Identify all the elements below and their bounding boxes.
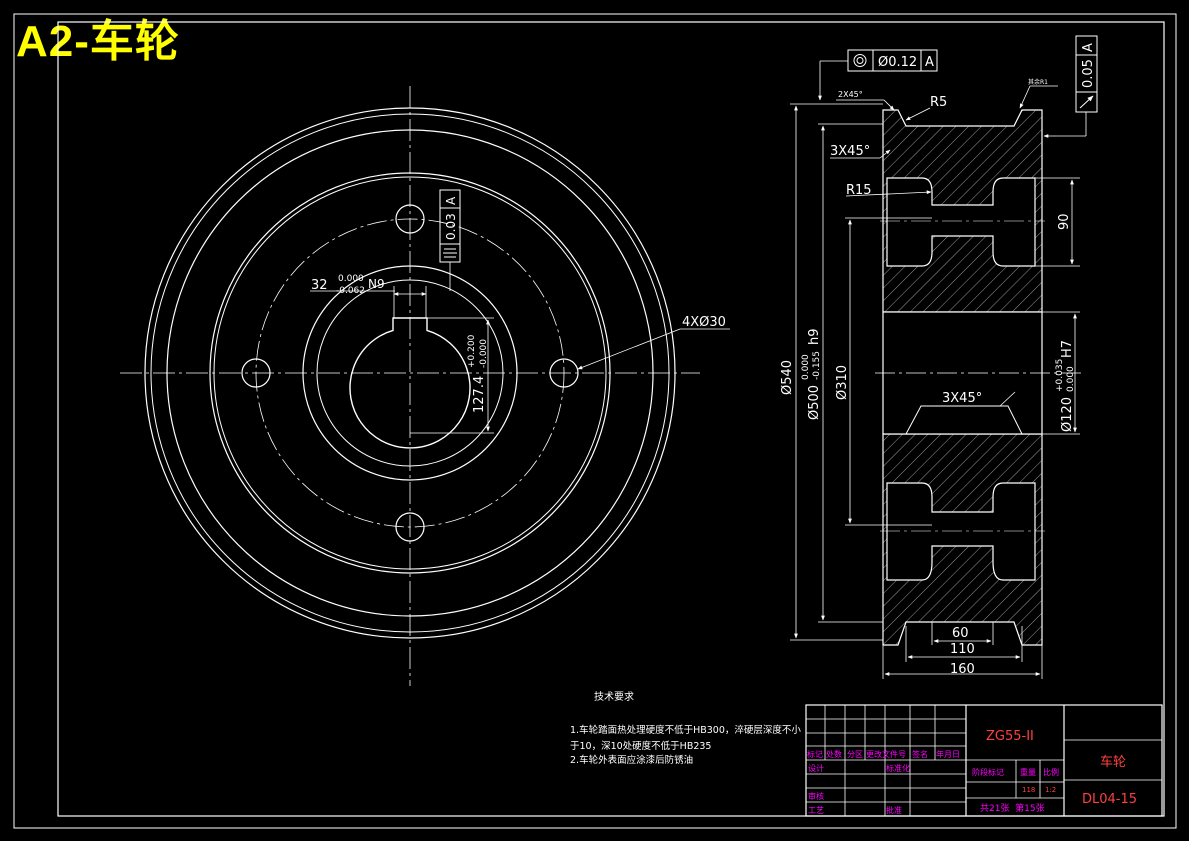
bolt-hole-bottom: [395, 512, 425, 542]
outer-diameter-dim: Ø540: [780, 360, 795, 395]
title-block: [805, 704, 1163, 817]
part-name-label: 车轮: [1100, 754, 1126, 770]
section-upper-half: [882, 109, 1043, 313]
label-process: 工艺: [808, 806, 824, 815]
hub-diameter-dim: Ø310: [835, 365, 850, 400]
fillet-inner-label: R15: [846, 183, 872, 198]
keyway-tol-lower: -0.062: [336, 286, 365, 296]
sheet-count: 共21张 第15张: [980, 802, 1045, 814]
bolt-hole-left: [241, 358, 271, 388]
label-approve: 批准: [886, 805, 902, 815]
label-standard: 标准化: [886, 763, 910, 773]
bore-with-keyway: [349, 317, 471, 449]
web-height-dim: 90: [1057, 213, 1072, 230]
tread-tol-lower: -0.155: [812, 351, 822, 380]
inner-width-dim: 110: [950, 642, 975, 657]
coaxiality-value: Ø0.12: [878, 55, 917, 70]
runout-datum: A: [1081, 43, 1096, 52]
label-weight: 重量: [1020, 767, 1036, 777]
material-label: ZG55-II: [986, 729, 1034, 744]
inner-frame: [57, 21, 1165, 817]
row-label-3: 更改文件号: [866, 749, 906, 759]
label-check: 审核: [808, 791, 824, 801]
label-stage: 阶段标记: [972, 767, 1004, 777]
row-label-2: 分区: [847, 750, 863, 759]
runout-frame: [1075, 35, 1098, 113]
coaxiality-frame: [847, 49, 938, 72]
chamfer-top-label: 2X45°: [838, 90, 863, 99]
keyway-fit: N9: [368, 277, 385, 291]
label-scale: 比例: [1043, 767, 1059, 777]
key-depth-tol-lower: -0.000: [479, 339, 489, 368]
bolt-hole-top: [395, 204, 425, 234]
keyway-tol-upper: 0.000: [338, 274, 364, 284]
row-label-1: 处数: [826, 749, 842, 759]
symmetry-datum: A: [444, 196, 458, 205]
tread-tol-upper: 0.000: [801, 354, 811, 380]
outer-rim-circle: [144, 107, 676, 639]
bolt-pitch-circle: [255, 218, 565, 528]
fillet-top-label: R5: [930, 95, 947, 110]
key-depth-dim: 127.4: [472, 376, 487, 413]
drawing-banner-title: A2-车轮: [16, 17, 180, 66]
tech-req-line-1: 1.车轮踏面热处理硬度不低于HB300，淬硬层深度不小: [570, 725, 801, 736]
drawing-number: DL04-15: [1082, 792, 1137, 807]
bolt-holes-dim: 4XØ30: [682, 315, 726, 330]
outer-frame: [13, 13, 1177, 829]
symmetry-value: 0.03: [444, 213, 458, 240]
hub-width-dim: 60: [952, 626, 969, 641]
tech-req-line-2: 于10，深10处硬度不低于HB235: [570, 741, 712, 752]
coaxiality-datum: A: [925, 55, 934, 70]
label-design: 设计: [808, 763, 824, 773]
section-lower-half: [882, 433, 1043, 646]
chamfer-rim-label: 3X45°: [830, 144, 870, 159]
runout-value: 0.05: [1081, 59, 1096, 88]
keyway-width-dim: 32: [311, 278, 328, 293]
tech-req-heading: 技术要求: [594, 692, 634, 703]
weight-value: 118: [1022, 786, 1035, 794]
fillet-note: 其余R1: [1028, 78, 1048, 86]
section-view: [875, 109, 1085, 646]
tread-fit: h9: [807, 328, 822, 345]
hub-circle: [302, 265, 518, 481]
row-label-5: 年月日: [936, 749, 960, 759]
chamfer-bore-label: 3X45°: [942, 391, 982, 406]
symmetry-tolerance-frame: [439, 189, 461, 263]
front-view: [120, 86, 700, 686]
scale-value: 1:2: [1045, 786, 1056, 794]
tech-req-line-3: 2.车轮外表面应涂漆后防锈油: [570, 755, 694, 766]
bore-tol-upper: +0.035: [1055, 359, 1065, 392]
bore-tol-lower: 0.000: [1066, 366, 1076, 392]
bore-fit: H7: [1060, 340, 1075, 358]
bolt-hole-right: [549, 358, 579, 388]
key-depth-tol-upper: +0.200: [467, 334, 477, 368]
row-label-0: 标记: [807, 749, 823, 759]
tread-diameter-dim: Ø500: [807, 385, 822, 420]
bore-diameter-dim: Ø120: [1060, 397, 1075, 432]
total-width-dim: 160: [950, 662, 975, 677]
row-label-4: 签名: [912, 749, 928, 759]
tread-circle: [166, 129, 654, 617]
